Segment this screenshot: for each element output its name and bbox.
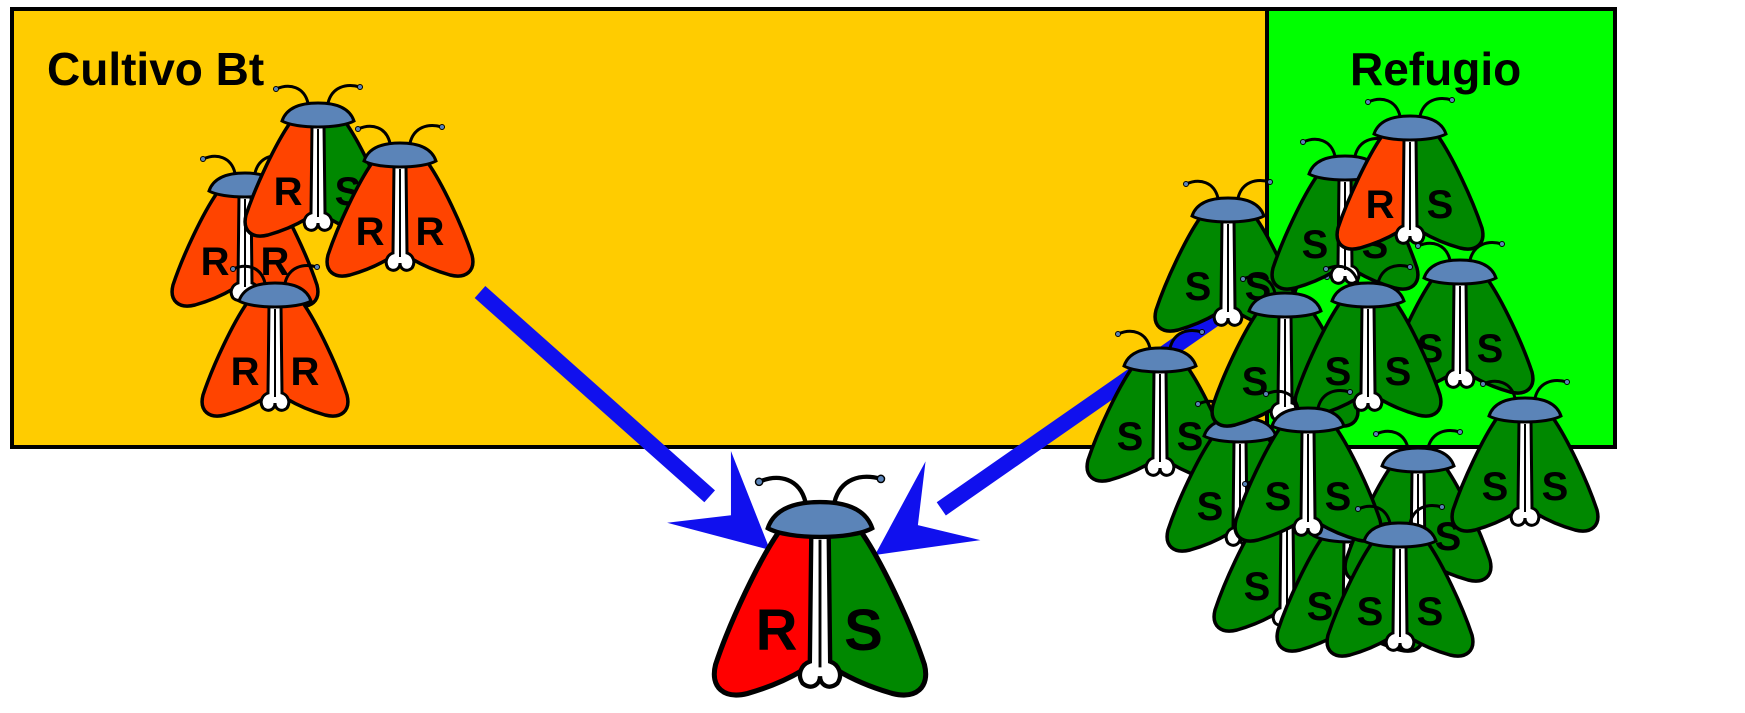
antenna-tip xyxy=(1200,330,1205,335)
moth-head xyxy=(768,502,872,537)
antenna-tip xyxy=(1450,98,1455,103)
allele-left-label: R xyxy=(1366,183,1395,227)
allele-right-label: S xyxy=(1177,415,1204,459)
antenna-tip xyxy=(1264,392,1269,397)
allele-right-label: S xyxy=(844,598,883,663)
antenna-tip xyxy=(1356,507,1361,512)
moth-head xyxy=(1249,293,1321,317)
allele-right-label: S xyxy=(1417,590,1444,634)
antenna-tip xyxy=(1348,390,1353,395)
allele-right-label: R xyxy=(261,240,290,284)
allele-right-label: S xyxy=(1427,183,1454,227)
antenna-tip xyxy=(1241,277,1246,282)
antenna-tip xyxy=(1481,382,1486,387)
arrow-head xyxy=(875,461,980,555)
antenna-tip xyxy=(1408,265,1413,270)
moth-head xyxy=(1192,198,1264,222)
allele-left-label: S xyxy=(1307,585,1334,629)
allele-left-label: R xyxy=(274,170,303,214)
allele-right-label: R xyxy=(291,350,320,394)
antenna-tip xyxy=(358,85,363,90)
antenna-tip xyxy=(1243,482,1248,487)
moth-head xyxy=(282,103,354,127)
antenna-tip xyxy=(1458,430,1463,435)
allele-left-label: R xyxy=(756,598,798,663)
antenna-tip xyxy=(201,157,206,162)
allele-left-label: R xyxy=(356,210,385,254)
antenna-tip xyxy=(1184,182,1189,187)
antenna-tip xyxy=(231,267,236,272)
antenna-right xyxy=(835,477,881,502)
antenna-tip xyxy=(440,125,445,130)
allele-right-label: S xyxy=(1385,350,1412,394)
antenna-tip xyxy=(1374,432,1379,437)
moth-head xyxy=(1374,116,1446,140)
moth-head xyxy=(1124,348,1196,372)
antenna-tip xyxy=(1416,244,1421,249)
moth-head xyxy=(239,283,311,307)
moth-head xyxy=(1424,260,1496,284)
antenna-tip xyxy=(315,265,320,270)
allele-left-label: S xyxy=(1197,485,1224,529)
antenna-left xyxy=(759,478,805,502)
antenna-tip xyxy=(1500,242,1505,247)
moth-head xyxy=(1364,523,1436,547)
moth-head xyxy=(1382,448,1454,472)
antenna-tip xyxy=(877,475,884,482)
allele-right-label: S xyxy=(1542,465,1569,509)
moth-head xyxy=(1332,283,1404,307)
allele-left-label: S xyxy=(1265,475,1292,519)
antenna-tip xyxy=(1324,267,1329,272)
antenna-tip xyxy=(1440,505,1445,510)
allele-right-label: S xyxy=(1325,475,1352,519)
allele-right-label: R xyxy=(416,210,445,254)
allele-left-label: R xyxy=(201,240,230,284)
allele-left-label: S xyxy=(1302,223,1329,267)
moth-head xyxy=(1489,398,1561,422)
refuge-label: Refugio xyxy=(1350,43,1521,95)
antenna-tip xyxy=(1301,140,1306,145)
antenna-tip xyxy=(1366,100,1371,105)
antenna-tip xyxy=(1116,332,1121,337)
allele-left-label: S xyxy=(1117,415,1144,459)
allele-left-label: R xyxy=(231,350,260,394)
antenna-tip xyxy=(356,127,361,132)
allele-left-label: S xyxy=(1244,565,1271,609)
moth-head xyxy=(1272,408,1344,432)
allele-left-label: S xyxy=(1325,350,1352,394)
antenna-tip xyxy=(1565,380,1570,385)
allele-left-label: S xyxy=(1185,265,1212,309)
bt-crop-label: Cultivo Bt xyxy=(47,43,264,95)
antenna-tip xyxy=(1196,402,1201,407)
allele-left-label: S xyxy=(1357,590,1384,634)
moth-head xyxy=(364,143,436,167)
antenna-tip xyxy=(755,478,762,485)
allele-left-label: S xyxy=(1482,465,1509,509)
antenna-tip xyxy=(1268,180,1273,185)
antenna-tip xyxy=(274,87,279,92)
allele-left-label: S xyxy=(1242,360,1269,404)
allele-right-label: S xyxy=(1477,327,1504,371)
